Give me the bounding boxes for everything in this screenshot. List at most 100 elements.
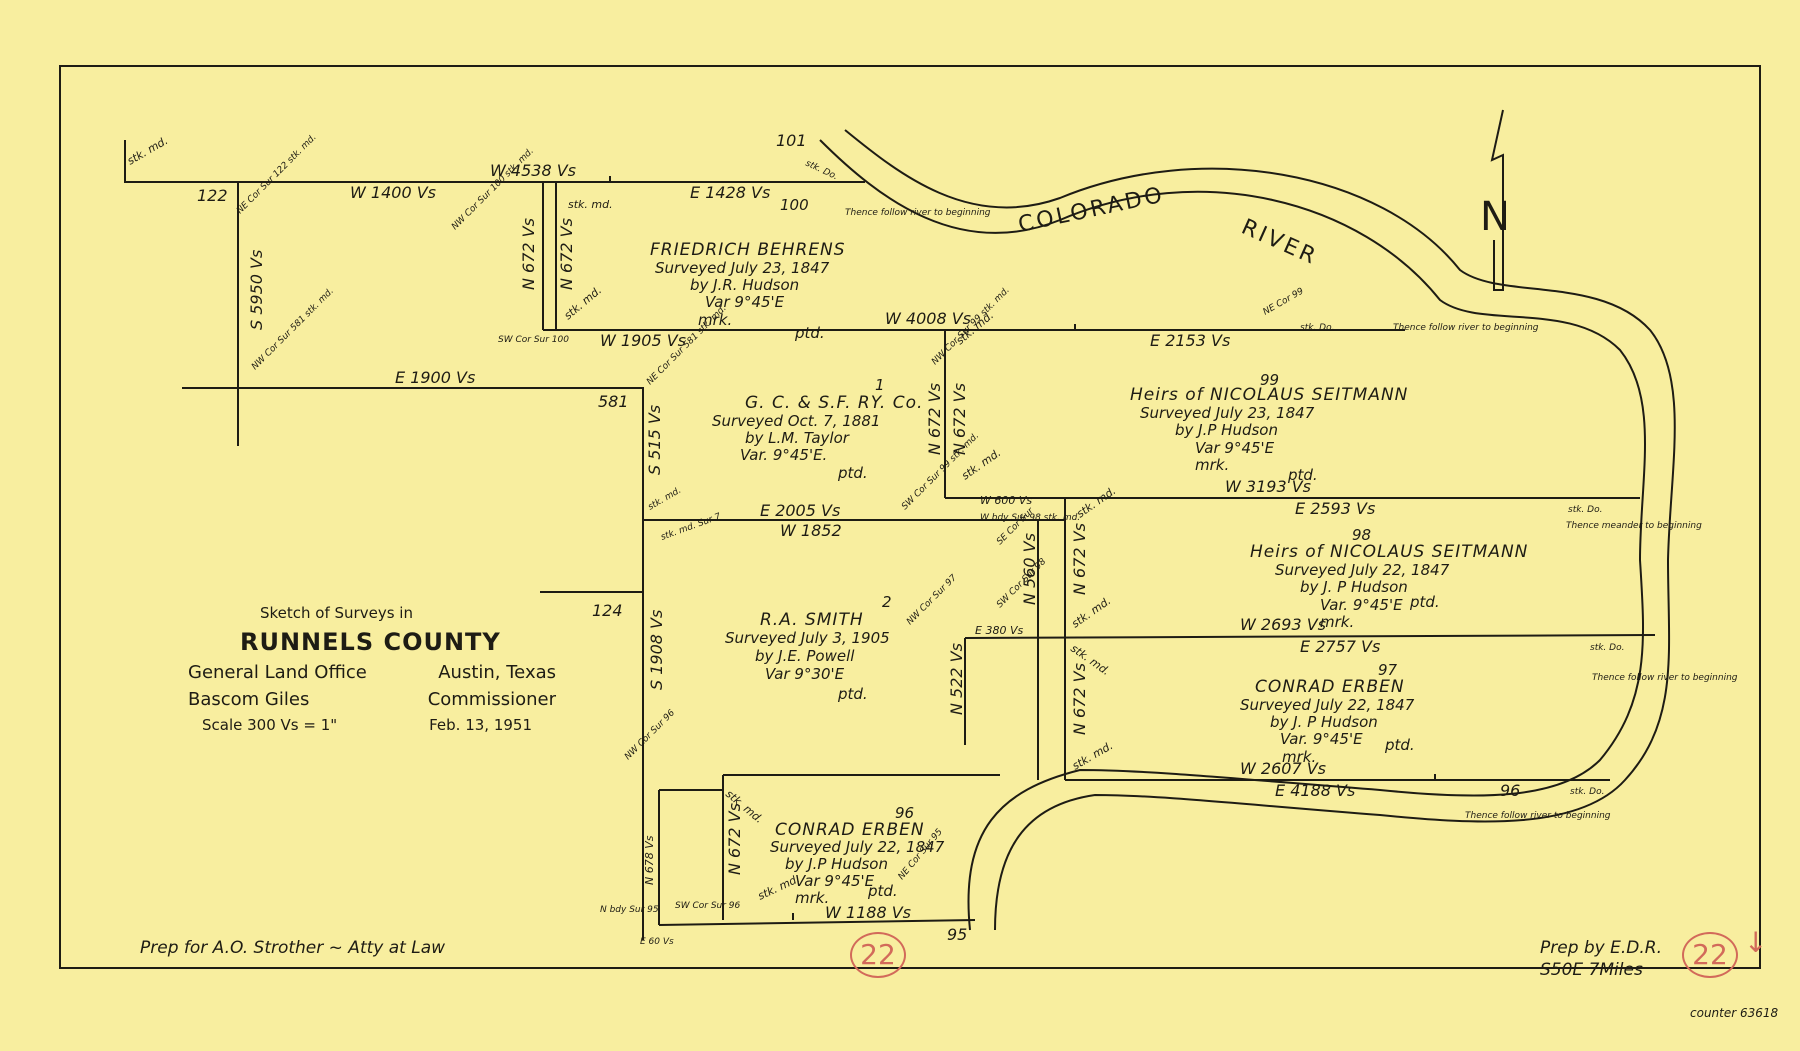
line-w2693 bbox=[964, 634, 1656, 639]
call-e2593: E 2593 Vs bbox=[1295, 499, 1375, 518]
call-w600: W 600 Vs bbox=[980, 494, 1032, 507]
survey-99-date: Surveyed July 23, 1847 bbox=[1140, 404, 1315, 422]
call-n672g: N 672 Vs bbox=[725, 803, 744, 875]
survey-1-surveyor: by L.M. Taylor bbox=[745, 429, 850, 447]
call-w4008: W 4008 Vs bbox=[885, 309, 971, 328]
survey-98-surveyor: by J. P Hudson bbox=[1300, 578, 1408, 596]
survey-99-mrk: mrk. bbox=[1195, 456, 1229, 474]
scale-row: Scale 300 Vs = 1" Feb. 13, 1951 bbox=[202, 716, 532, 734]
survey-100-variation: Var 9°45'E bbox=[705, 293, 785, 311]
call-n672a: N 672 Vs bbox=[519, 218, 538, 290]
survey-1-ptd: ptd. bbox=[837, 464, 868, 482]
call-w1852: W 1852 bbox=[780, 521, 842, 540]
survey-98: 98 Heirs of NICOLAUS SEITMANN Surveyed J… bbox=[1250, 526, 1528, 631]
call-e60: E 60 Vs bbox=[640, 937, 674, 947]
note-stkmd7: stk. md. Sur 7 bbox=[660, 512, 723, 543]
survey-97-number: 97 bbox=[1378, 661, 1398, 679]
survey-97-owner: CONRAD ERBEN bbox=[1255, 677, 1405, 697]
counter-number: counter 63618 bbox=[1690, 1006, 1779, 1020]
stamp-right: 22 bbox=[1682, 932, 1738, 978]
call-w1905: W 1905 Vs bbox=[600, 331, 686, 350]
survey-96-mrk: mrk. bbox=[795, 889, 829, 907]
survey-96-number: 96 bbox=[895, 804, 914, 822]
survey-98-variation: Var. 9°45'E bbox=[1320, 596, 1403, 614]
survey-1-owner: G. C. & S.F. RY. Co. bbox=[745, 393, 923, 413]
call-w3193: W 3193 Vs bbox=[1225, 477, 1311, 496]
note-stkdo-4: stk. Do. bbox=[1590, 643, 1624, 653]
note-stkmd-1: stk. md. bbox=[125, 134, 170, 168]
river-label-river: RIVER bbox=[1238, 215, 1322, 271]
prepared-for: Prep for A.O. Strother ~ Atty at Law bbox=[140, 938, 446, 958]
note-stkmd-7: stk. md. bbox=[647, 486, 684, 513]
office-row: General Land Office Austin, Texas bbox=[188, 662, 556, 683]
survey-96-date: Surveyed July 22, 1847 bbox=[770, 838, 945, 856]
north-arrow bbox=[1490, 109, 1504, 291]
stamp-left: 22 bbox=[850, 932, 906, 978]
office-right: Austin, Texas bbox=[438, 662, 556, 683]
note-nbdy95: N bdy Sur 95 bbox=[600, 905, 659, 915]
call-e2005: E 2005 Vs bbox=[760, 501, 840, 520]
commissioner-right: Commissioner bbox=[427, 689, 556, 710]
survey-1: 1 G. C. & S.F. RY. Co. Surveyed Oct. 7, … bbox=[712, 376, 923, 482]
survey-96-surveyor: by J.P Hudson bbox=[785, 855, 888, 873]
note-necor122: NE Cor Sur 122 stk. md. bbox=[235, 133, 319, 217]
call-s515: S 515 Vs bbox=[645, 405, 664, 475]
call-w2607: W 2607 Vs bbox=[1240, 759, 1326, 778]
call-w1188: W 1188 Vs bbox=[825, 903, 911, 922]
survey-1-variation: Var. 9°45'E. bbox=[740, 446, 827, 464]
survey-97: 97 CONRAD ERBEN Surveyed July 22, 1847 b… bbox=[1240, 661, 1415, 766]
survey-2-ptd: ptd. bbox=[837, 685, 868, 703]
survey-2: 2 R.A. SMITH Surveyed July 3, 1905 by J.… bbox=[725, 593, 892, 703]
call-n522: N 522 Vs bbox=[947, 643, 966, 715]
survey-97-surveyor: by J. P Hudson bbox=[1270, 713, 1378, 731]
survey-98-owner: Heirs of NICOLAUS SEITMANN bbox=[1250, 542, 1528, 562]
note-nwcor96: NW Cor Sur 96 bbox=[623, 708, 677, 762]
survey-96-ptd: ptd. bbox=[867, 882, 898, 900]
commissioner-left: Bascom Giles bbox=[188, 689, 310, 710]
survey-97-variation: Var. 9°45'E bbox=[1280, 730, 1363, 748]
call-n672c: N 672 Vs bbox=[925, 383, 944, 455]
survey-number-581: 581 bbox=[598, 392, 629, 411]
call-n672d: N 672 Vs bbox=[950, 383, 969, 455]
call-n678: N 678 Vs bbox=[643, 835, 656, 885]
call-s5950: S 5950 Vs bbox=[247, 250, 266, 330]
note-swcor100: SW Cor Sur 100 bbox=[498, 335, 569, 345]
call-w2693: W 2693 Vs bbox=[1240, 615, 1326, 634]
note-stkdo-2: stk. Do. bbox=[1300, 323, 1334, 333]
note-necor99: NE Cor 99 bbox=[1262, 286, 1306, 317]
note-nwcor97: NW Cor Sur 97 bbox=[905, 573, 959, 627]
survey-96-owner: CONRAD ERBEN bbox=[775, 820, 925, 840]
survey-99-surveyor: by J.P Hudson bbox=[1175, 421, 1278, 439]
survey-96-variation: Var 9°45'E bbox=[795, 872, 875, 890]
call-n672f: N 672 Vs bbox=[1070, 663, 1089, 735]
note-thence2: Thence follow river to beginning bbox=[1393, 323, 1539, 333]
call-n672e: N 672 Vs bbox=[1070, 523, 1089, 595]
colorado-river bbox=[819, 129, 1676, 931]
call-e380: E 380 Vs bbox=[975, 624, 1023, 637]
call-e2153: E 2153 Vs bbox=[1150, 331, 1230, 350]
survey-97-ptd: ptd. bbox=[1384, 736, 1415, 754]
survey-100-surveyor: by J.R. Hudson bbox=[690, 276, 799, 294]
survey-98-mrk: mrk. bbox=[1320, 613, 1354, 631]
river-north-bank bbox=[819, 139, 1646, 931]
note-thence3: Thence meander to beginning bbox=[1566, 521, 1702, 531]
survey-96: 96 CONRAD ERBEN Surveyed July 22, 1847 b… bbox=[770, 804, 945, 907]
survey-1-number: 1 bbox=[875, 376, 885, 394]
survey-100-date: Surveyed July 23, 1847 bbox=[655, 259, 830, 277]
note-stkdo-5: stk. Do. bbox=[1570, 787, 1604, 797]
survey-2-date: Surveyed July 3, 1905 bbox=[725, 629, 890, 647]
survey-100-owner: FRIEDRICH BEHRENS bbox=[650, 240, 846, 260]
survey-2-surveyor: by J.E. Powell bbox=[755, 647, 855, 665]
survey-100-mrk: mrk. bbox=[698, 311, 732, 329]
title-line1: Sketch of Surveys in bbox=[260, 604, 413, 622]
north-boundary-line bbox=[124, 140, 865, 183]
note-thence5: Thence follow river to beginning bbox=[1465, 811, 1611, 821]
river-label-colorado: COLORADO bbox=[1016, 182, 1167, 237]
survey-number-95: 95 bbox=[947, 925, 967, 944]
note-stkmd-10: stk. md. bbox=[1070, 739, 1115, 773]
river-south-bank bbox=[844, 129, 1676, 931]
call-e4188: E 4188 Vs bbox=[1275, 781, 1355, 800]
survey-99: 99 Heirs of NICOLAUS SEITMANN Surveyed J… bbox=[1130, 371, 1407, 484]
